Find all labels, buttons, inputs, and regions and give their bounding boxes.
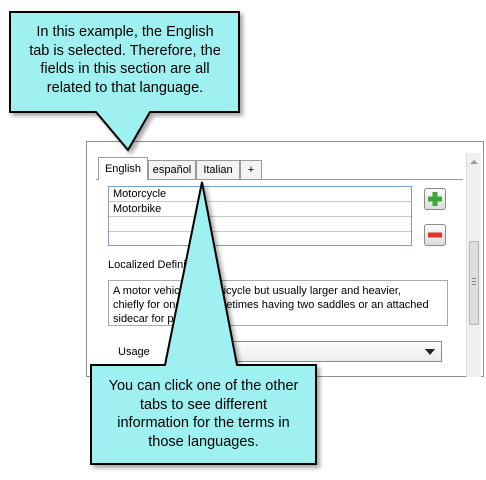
callout-top: In this example, the English tab is sele… bbox=[12, 23, 238, 97]
list-item[interactable]: Motorcycle bbox=[109, 187, 411, 202]
definition-label: Localized Definiti bbox=[108, 259, 192, 271]
callout-line: tabs to see different bbox=[139, 396, 268, 413]
list-item[interactable] bbox=[109, 217, 411, 232]
terms-list[interactable]: Motorcycle Motorbike bbox=[108, 186, 412, 246]
plus-icon bbox=[428, 192, 442, 206]
usage-label: Usage bbox=[118, 346, 150, 358]
definition-field[interactable]: A motor vehicl to a bicycle but usually l… bbox=[108, 280, 448, 326]
chevron-down-icon bbox=[425, 349, 435, 355]
callout-bottom-shape bbox=[90, 181, 317, 465]
definition-line: sidecar for pa bbox=[113, 313, 180, 325]
tab-strip-divider bbox=[96, 179, 463, 180]
callout-line: those languages. bbox=[148, 433, 259, 450]
add-term-button[interactable] bbox=[424, 188, 446, 210]
tab-english[interactable]: English bbox=[98, 157, 148, 180]
tab-italian[interactable]: Italian bbox=[196, 160, 240, 179]
list-item[interactable]: Motorbike bbox=[109, 202, 411, 217]
callout-line: You can click one of the other bbox=[108, 378, 299, 394]
tab-espanol[interactable]: español bbox=[148, 160, 196, 179]
definition-line: to a bicycle but usually larger and heav… bbox=[196, 285, 401, 297]
callout-bottom: You can click one of the other tabs to s… bbox=[93, 377, 314, 451]
callout-line: information for the terms in bbox=[117, 415, 290, 431]
definition-line: chiefly for one bbox=[113, 299, 182, 311]
callout-top-shape bbox=[9, 11, 240, 152]
callout-line: fields in this section are all bbox=[40, 61, 210, 77]
scroll-thumb[interactable] bbox=[469, 241, 479, 325]
tab-add-language[interactable]: + bbox=[240, 160, 262, 179]
callout-line: tab is selected. Therefore, the bbox=[29, 42, 221, 59]
callout-line: related to that language. bbox=[46, 79, 204, 96]
definition-line: A motor vehicl bbox=[113, 285, 183, 297]
term-panel bbox=[86, 141, 484, 377]
vertical-scrollbar[interactable] bbox=[466, 153, 481, 377]
definition-line: sometimes having two saddles or an attac… bbox=[205, 299, 429, 311]
callout-line: In this example, the English bbox=[36, 24, 214, 40]
scroll-up-icon bbox=[470, 160, 478, 164]
remove-term-button[interactable] bbox=[424, 224, 446, 246]
minus-icon bbox=[428, 232, 442, 238]
